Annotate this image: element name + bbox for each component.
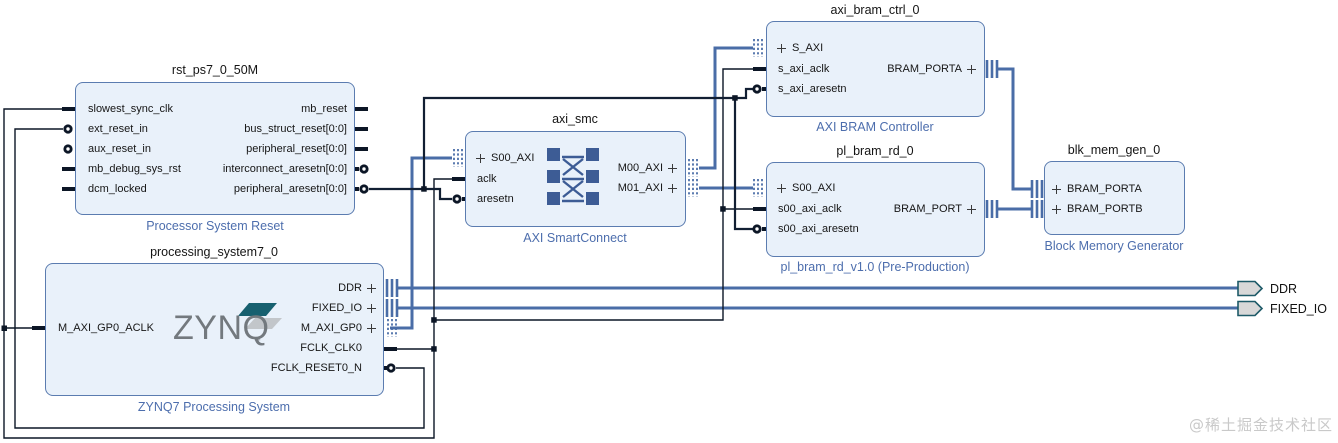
pin-s00-axi-aclk[interactable]: s00_axi_aclk <box>778 203 842 215</box>
pin-aux-reset-in[interactable]: aux_reset_in <box>88 143 151 155</box>
pin-mb-debug-sys-rst[interactable]: mb_debug_sys_rst <box>88 163 181 175</box>
block-title-axi-bram-ctrl: axi_bram_ctrl_0 <box>830 3 920 17</box>
pin-ddr[interactable]: DDR <box>338 282 362 294</box>
pin-m-axi-gp0-aclk[interactable]: M_AXI_GP0_ACLK <box>58 322 154 334</box>
pin-m01-axi[interactable]: M01_AXI <box>617 182 663 194</box>
pin-aclk[interactable]: aclk <box>477 173 497 185</box>
block-axi-smc[interactable] <box>465 131 686 227</box>
block-axi-bram-ctrl[interactable] <box>766 21 985 117</box>
block-title-rst-ps7: rst_ps7_0_50M <box>171 63 259 77</box>
pin-bus-struct-reset[interactable]: bus_struct_reset[0:0] <box>244 123 347 135</box>
pin-bram-portb-mem[interactable]: BRAM_PORTB <box>1067 203 1143 215</box>
block-caption-ps7: ZYNQ7 Processing System <box>137 400 291 414</box>
watermark: @稀土掘金技术社区 <box>1188 416 1333 434</box>
port-symbol-fixed-io[interactable] <box>1237 300 1264 317</box>
block-caption-blk-mem-gen: Block Memory Generator <box>1044 239 1184 253</box>
pin-bram-porta-mem[interactable]: BRAM_PORTA <box>1067 183 1142 195</box>
expand-icon-s00-axi-pl[interactable] <box>777 184 786 193</box>
port-label-ddr[interactable]: DDR <box>1270 282 1298 296</box>
zynq-logo-tm: ™ <box>253 336 261 345</box>
pin-s00-axi-smc[interactable]: S00_AXI <box>491 152 535 164</box>
pin-ext-reset-in[interactable]: ext_reset_in <box>88 123 148 135</box>
pin-dcm-locked[interactable]: dcm_locked <box>88 183 147 195</box>
pin-s-axi-aresetn[interactable]: s_axi_aresetn <box>778 83 847 95</box>
block-caption-axi-bram-ctrl: AXI BRAM Controller <box>816 120 934 134</box>
pin-s-axi-aclk[interactable]: s_axi_aclk <box>778 63 830 75</box>
pin-s00-axi-aresetn[interactable]: s00_axi_aresetn <box>778 223 859 235</box>
pin-m00-axi[interactable]: M00_AXI <box>617 162 663 174</box>
block-caption-pl-bram-rd: pl_bram_rd_v1.0 (Pre-Production) <box>780 260 970 274</box>
expand-icon-m-axi-gp0[interactable] <box>367 324 376 333</box>
expand-icon-s-axi[interactable] <box>777 44 786 53</box>
pin-bram-porta-ctrl[interactable]: BRAM_PORTA <box>887 63 962 75</box>
block-title-pl-bram-rd: pl_bram_rd_0 <box>836 144 914 158</box>
pin-mb-reset[interactable]: mb_reset <box>301 103 347 115</box>
pin-peripheral-aresetn[interactable]: peripheral_aresetn[0:0] <box>233 183 347 195</box>
expand-icon-bram-porta-ctrl[interactable] <box>967 65 976 74</box>
expand-icon-bram-porta-mem[interactable] <box>1052 185 1061 194</box>
pin-bram-port[interactable]: BRAM_PORT <box>893 203 962 215</box>
expand-icon-bram-port[interactable] <box>967 205 976 214</box>
expand-icon-ddr[interactable] <box>367 284 376 293</box>
pin-s00-axi-pl[interactable]: S00_AXI <box>792 182 836 194</box>
port-symbol-ddr[interactable] <box>1237 280 1264 297</box>
expand-icon-bram-portb-mem[interactable] <box>1052 205 1061 214</box>
expand-icon-fixed-io[interactable] <box>367 304 376 313</box>
block-title-ps7: processing_system7_0 <box>150 245 278 259</box>
pin-s-axi[interactable]: S_AXI <box>792 42 824 54</box>
pin-m-axi-gp0[interactable]: M_AXI_GP0 <box>300 322 362 334</box>
pin-aresetn[interactable]: aresetn <box>477 193 514 205</box>
block-caption-axi-smc: AXI SmartConnect <box>523 231 627 245</box>
pin-slowest-sync-clk[interactable]: slowest_sync_clk <box>88 103 173 115</box>
expand-icon-m00-axi[interactable] <box>668 164 677 173</box>
block-title-blk-mem-gen: blk_mem_gen_0 <box>1067 143 1161 157</box>
expand-icon-s00-axi-smc[interactable] <box>476 154 485 163</box>
pin-peripheral-reset[interactable]: peripheral_reset[0:0] <box>246 143 347 155</box>
pin-fclk-reset0-n[interactable]: FCLK_RESET0_N <box>270 362 362 374</box>
block-caption-rst-ps7: Processor System Reset <box>146 219 284 233</box>
pin-interconnect-aresetn[interactable]: interconnect_aresetn[0:0] <box>222 163 347 175</box>
block-pl-bram-rd[interactable] <box>766 162 985 257</box>
block-title-axi-smc: axi_smc <box>552 112 598 126</box>
port-label-fixed-io[interactable]: FIXED_IO <box>1270 302 1327 316</box>
expand-icon-m01-axi[interactable] <box>668 184 677 193</box>
pin-fixed-io[interactable]: FIXED_IO <box>311 302 362 314</box>
block-blk-mem-gen[interactable] <box>1044 161 1185 235</box>
pin-fclk-clk0[interactable]: FCLK_CLK0 <box>300 342 362 354</box>
